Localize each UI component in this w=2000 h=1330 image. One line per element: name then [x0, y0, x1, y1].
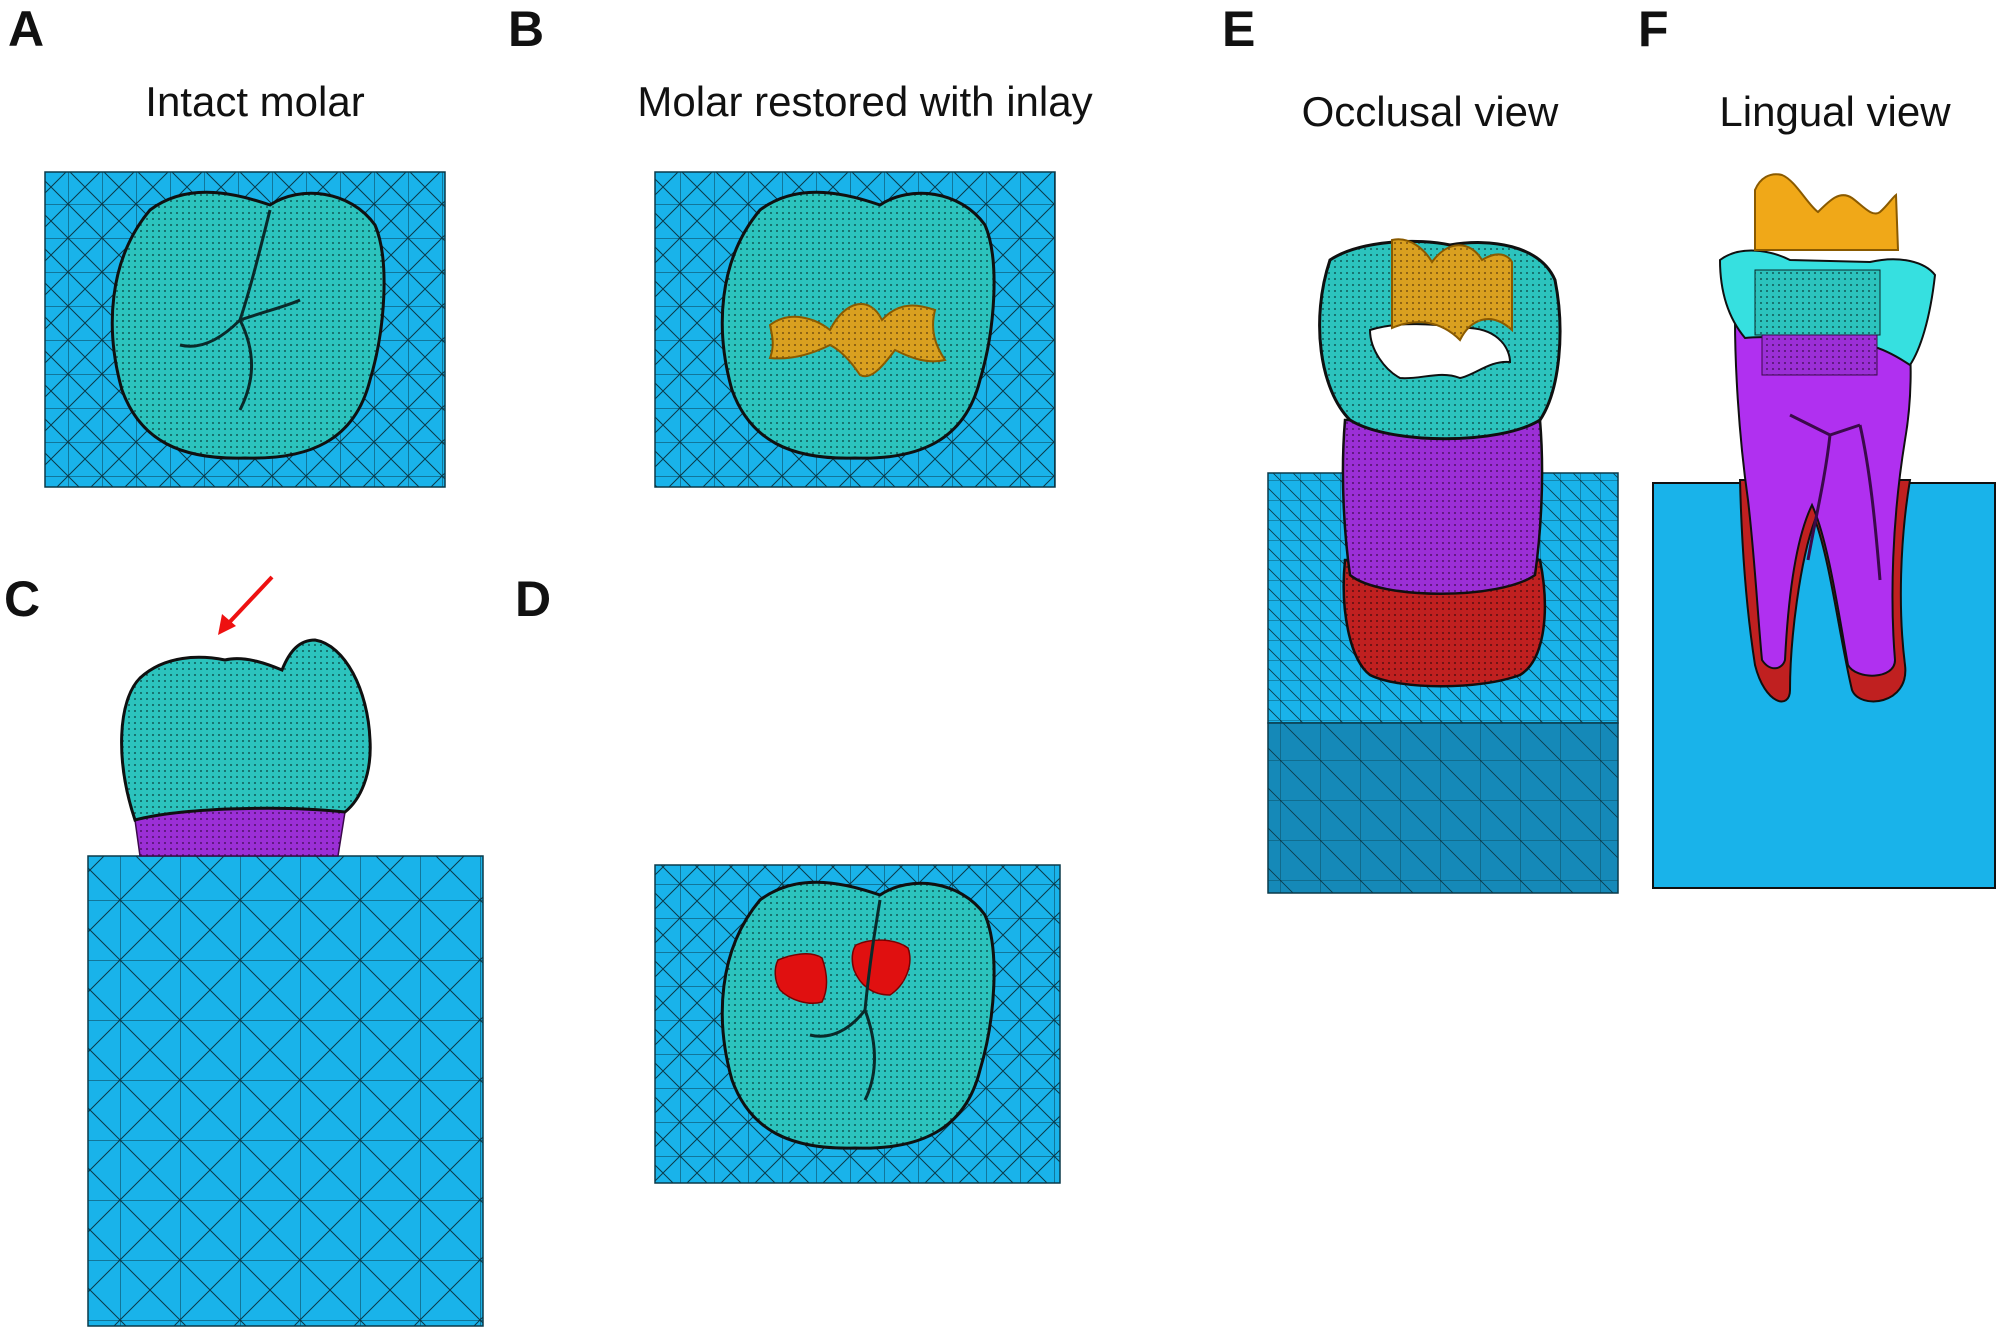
panel-a-fissure	[179, 209, 301, 411]
panel-c-molar-crown	[120, 638, 372, 822]
panel-letter-b: B	[508, 1, 545, 57]
panel-d-fissure	[809, 899, 882, 1101]
panel-letter-a: A	[8, 1, 45, 57]
panel-e-dentin	[1341, 418, 1544, 595]
red-arrow-icon	[223, 575, 274, 629]
panel-letter-d: D	[515, 571, 552, 627]
panel-f-dentin	[1733, 319, 1912, 677]
panel-d-contact-areas	[654, 864, 1061, 1184]
panel-letter-f: F	[1638, 1, 1669, 57]
panel-title-lingual-view: Lingual view	[1719, 88, 1951, 135]
panel-c-buccal-view	[87, 575, 484, 1327]
panel-e-base-side	[1267, 722, 1619, 894]
panel-f-inlay	[1754, 173, 1900, 251]
panel-b-molar-with-inlay	[654, 171, 1056, 488]
panel-d-contact-right	[851, 939, 911, 996]
panel-e-occlusal-3d-view	[1267, 238, 1619, 894]
red-arrow-head	[218, 614, 236, 635]
panel-e-inlay	[1391, 238, 1513, 342]
panel-d-contact-left	[774, 953, 828, 1004]
panel-f-enamel-inner	[1754, 269, 1881, 336]
panel-a-molar-crown	[110, 190, 386, 460]
panel-a-intact-molar	[44, 171, 446, 488]
panel-b-inlay	[768, 303, 947, 378]
panel-d-molar-crown	[720, 880, 996, 1150]
panel-title-intact-molar: Intact molar	[145, 78, 365, 125]
panel-letter-e: E	[1222, 1, 1256, 57]
panel-title-molar-restored: Molar restored with inlay	[637, 78, 1093, 125]
panel-f-dentin-top	[1761, 334, 1878, 376]
panel-letter-c: C	[4, 571, 41, 627]
panel-c-base-mesh	[87, 855, 484, 1327]
panel-f-lingual-section-view	[1652, 173, 1996, 889]
panel-f-pulp	[1789, 413, 1882, 581]
panel-title-occlusal-view: Occlusal view	[1301, 88, 1559, 135]
